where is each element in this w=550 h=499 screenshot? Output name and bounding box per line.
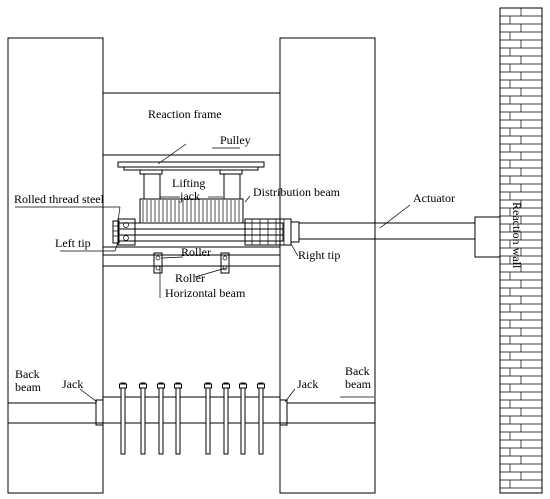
back-beam-left xyxy=(7,402,97,424)
reaction-wall-label: Reaction wall xyxy=(510,202,524,269)
roller-upper-label: Roller xyxy=(181,245,211,259)
right-tip-label: Right tip xyxy=(298,248,340,262)
roller-left xyxy=(153,252,163,274)
anchor-bolt xyxy=(204,382,212,455)
back-beam-right-label-line1: Back xyxy=(345,364,370,378)
rolled-thread-steel-label: Rolled thread steel xyxy=(14,192,105,206)
left-tip xyxy=(112,218,136,246)
roller-lower-label: Roller xyxy=(175,271,205,285)
jack-left-label: Jack xyxy=(62,377,83,391)
lifting-jack-label-line1: Lifting xyxy=(172,176,205,190)
back-beam-left-label-line1: Back xyxy=(15,367,40,381)
back-beam-left-label-line2: beam xyxy=(15,380,42,394)
reaction-frame-beam xyxy=(102,92,281,156)
distribution-beam xyxy=(139,198,244,224)
horizontal-beam-label: Horizontal beam xyxy=(165,286,246,300)
jack-right-label: Jack xyxy=(297,377,318,391)
anchor-bolt xyxy=(239,382,247,455)
anchor-bolt xyxy=(139,382,147,455)
roller-right xyxy=(220,252,230,274)
anchor-bolt xyxy=(119,382,127,455)
jack-left xyxy=(95,399,104,426)
jack-right xyxy=(279,399,288,426)
distribution-beam-label: Distribution beam xyxy=(253,185,341,199)
pulley-label: Pulley xyxy=(220,133,251,147)
left-tip-label: Left tip xyxy=(55,236,91,250)
pulley xyxy=(117,161,265,171)
reaction-frame-label: Reaction frame xyxy=(148,107,222,121)
bottom-anchor-beam xyxy=(102,382,281,455)
anchor-bolt xyxy=(174,382,182,455)
right-frame-column xyxy=(279,37,376,494)
reaction-wall xyxy=(499,7,543,494)
left-frame-column xyxy=(7,37,104,494)
back-beam-right-label-line2: beam xyxy=(345,377,372,391)
specimen-beam xyxy=(117,222,284,242)
right-tip xyxy=(244,218,300,246)
back-beam-right xyxy=(286,402,376,424)
anchor-bolt xyxy=(257,382,265,455)
lifting-jack-label-line2: jack xyxy=(179,189,200,203)
leader-lines xyxy=(15,143,411,404)
anchor-bolt xyxy=(157,382,165,455)
anchor-bolt xyxy=(222,382,230,455)
actuator-label: Actuator xyxy=(413,191,455,205)
